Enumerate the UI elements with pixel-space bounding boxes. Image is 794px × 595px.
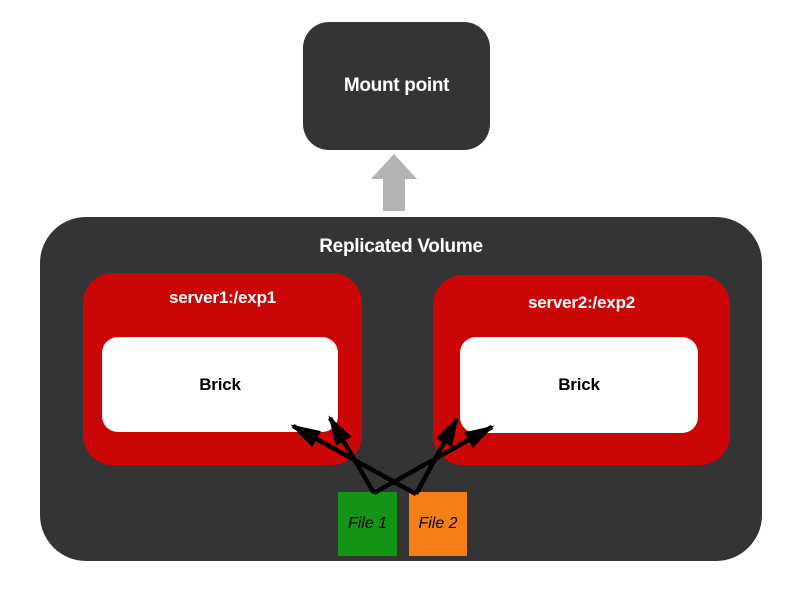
server1-label: server1:/exp1 <box>168 288 277 307</box>
mount-arrow-up-shape <box>371 154 417 211</box>
mount-point-label: Mount point <box>343 75 450 96</box>
server1-box: server1:/exp1 Brick <box>83 273 362 465</box>
file2-label: File 2 <box>418 515 458 532</box>
mount-point-box: Mount point <box>303 22 490 150</box>
server2-brick-label: Brick <box>558 375 600 394</box>
file1-label: File 1 <box>347 515 388 532</box>
server2-box: server2:/exp2 Brick <box>433 275 730 465</box>
file2-box: File 2 <box>409 492 467 556</box>
server2-label: server2:/exp2 <box>527 293 636 312</box>
server2-brick-box: Brick <box>460 337 698 433</box>
server1-brick-label: Brick <box>199 374 241 394</box>
server1-brick-box: Brick <box>102 337 338 432</box>
volume-title: Replicated Volume <box>319 236 483 257</box>
file1-box: File 1 <box>338 492 397 556</box>
